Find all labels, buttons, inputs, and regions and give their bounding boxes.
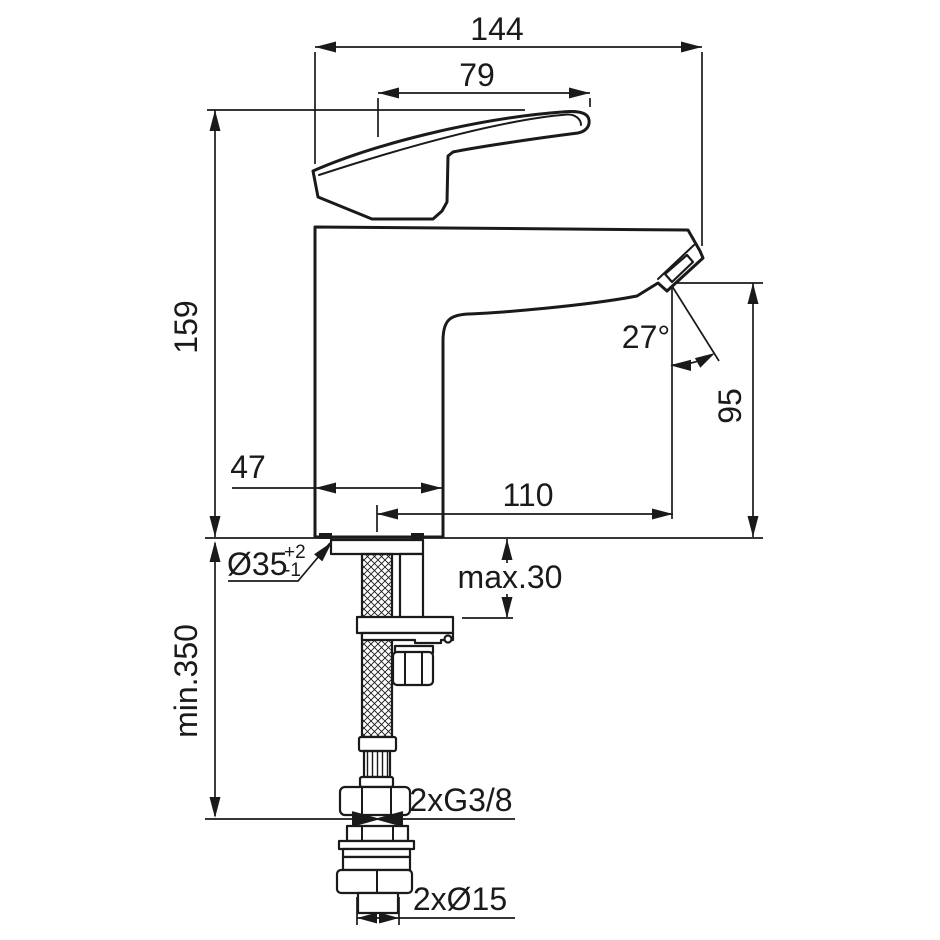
extension-line xyxy=(356,897,400,925)
dim-deck-thickness: max.30 xyxy=(458,539,563,619)
mounting-flange-lip xyxy=(360,631,455,645)
supply-assembly xyxy=(335,552,455,915)
extension-line xyxy=(377,98,591,137)
leader-arrowhead xyxy=(314,542,332,562)
arrowhead-right xyxy=(569,87,590,99)
union-ring xyxy=(341,855,412,872)
union-collar-c xyxy=(341,847,412,859)
tolerance-minus: -1 xyxy=(284,560,301,581)
mounting-flange xyxy=(355,615,455,635)
arrowhead-top xyxy=(209,541,221,562)
mounting-nut xyxy=(391,650,435,687)
arrowhead-left xyxy=(378,87,399,99)
inlet-nut-facets xyxy=(361,786,392,816)
faucet-body-spout xyxy=(313,225,705,539)
hose-collar xyxy=(358,775,395,789)
arrowhead-right xyxy=(652,508,673,520)
dim-pipe-diameter: 2xØ15 xyxy=(356,881,515,925)
faucet-product xyxy=(311,109,705,556)
mounting-flange-nub xyxy=(443,634,453,644)
dim-spout-height: 95 xyxy=(677,282,763,537)
pipe-tailpiece xyxy=(356,891,400,915)
arrowhead-right xyxy=(379,912,399,924)
base-escutcheon xyxy=(329,538,425,556)
dimension-label: 2xG3/8 xyxy=(409,782,512,818)
angle-reference-line xyxy=(671,285,720,362)
dim-hole-diameter: Ø35 +2 -1 xyxy=(227,542,332,582)
extension-line xyxy=(314,52,703,246)
arrowhead-top xyxy=(209,110,221,131)
base-gasket-left xyxy=(319,533,332,539)
dimension-label: Ø35 xyxy=(227,546,287,582)
inlet-nut-g38 xyxy=(338,785,412,817)
arrowhead-left xyxy=(377,508,398,520)
arrowhead-right xyxy=(421,482,442,494)
supply-hose-braided xyxy=(360,552,394,739)
dim-spout-angle: 27° xyxy=(622,285,720,519)
dimension-label: 2xØ15 xyxy=(413,881,507,917)
handle-lever xyxy=(311,109,591,221)
dim-total-height: 159 xyxy=(168,109,525,537)
dimension-label: 159 xyxy=(168,300,204,353)
arrowhead-bottom xyxy=(209,797,221,818)
dim-hose-length: min.350 xyxy=(168,541,221,818)
arrowhead-arc-right xyxy=(694,353,715,368)
dim-spout-reach: 110 xyxy=(376,477,673,532)
arrowhead-bottom xyxy=(209,516,221,537)
arrowhead-bottom xyxy=(501,597,513,618)
base-gasket-right xyxy=(411,533,424,539)
dim-body-width: 47 xyxy=(230,449,442,494)
dimension-label: max.30 xyxy=(458,559,563,595)
arrowhead-left xyxy=(315,41,336,53)
aerator-face xyxy=(663,253,695,284)
arrowhead-top xyxy=(501,539,513,560)
union-collar-b xyxy=(337,839,416,851)
datum-lines xyxy=(205,537,763,820)
dim-overall-length: 144 xyxy=(314,11,703,246)
mounting-nut-facets xyxy=(404,651,423,686)
arrowhead-top xyxy=(747,283,759,304)
hose-crimp xyxy=(362,749,392,779)
arrowhead-left xyxy=(315,482,336,494)
union-collar-a-facets xyxy=(361,825,394,842)
handle-lever-highlight xyxy=(318,113,582,176)
union-collar-a xyxy=(345,824,410,843)
dimension-label: 110 xyxy=(502,477,553,513)
dimension-label: 27° xyxy=(622,319,670,355)
arrowhead-arc-left xyxy=(670,359,691,371)
arrowhead-bottom xyxy=(747,516,759,537)
dimension-label: 79 xyxy=(459,57,495,93)
dimension-label: 47 xyxy=(230,449,266,485)
label-inlet-thread: 2xG3/8 xyxy=(409,782,512,818)
dimension-label: 95 xyxy=(712,388,748,424)
mounting-stud xyxy=(398,552,425,620)
compression-nut xyxy=(335,868,414,895)
aerator-joint-line xyxy=(657,244,695,280)
arrowhead-left xyxy=(357,912,377,924)
dim-handle-length: 79 xyxy=(377,57,591,137)
hose-ferrule xyxy=(357,735,398,753)
tolerance-plus: +2 xyxy=(284,542,306,563)
dimension-label: min.350 xyxy=(168,624,204,738)
dimension-label: 144 xyxy=(470,11,523,47)
arrowhead-right xyxy=(681,41,702,53)
